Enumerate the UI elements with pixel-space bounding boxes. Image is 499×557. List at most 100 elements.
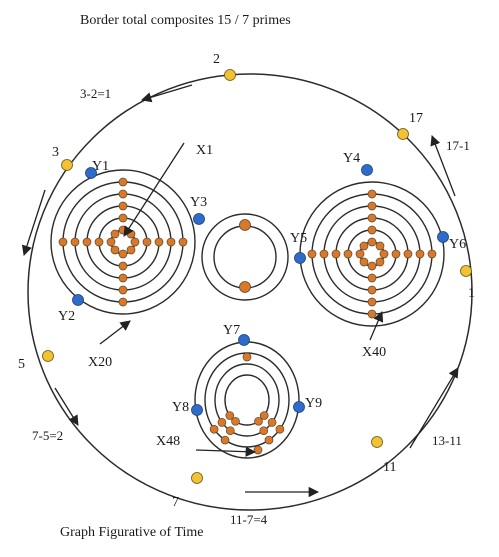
prime-11-node <box>371 436 383 448</box>
composite-dot <box>94 237 104 247</box>
prime-7-node <box>191 472 203 484</box>
composite-dot <box>126 229 136 239</box>
composite-dot <box>367 189 377 199</box>
composite-dot <box>225 426 235 436</box>
composite-dot <box>130 237 140 247</box>
composite-dot <box>166 237 176 247</box>
composite-dot <box>427 249 437 259</box>
prime-5-label: 5 <box>18 357 25 372</box>
outer-border-ellipse <box>27 73 473 511</box>
y2-label: Y2 <box>58 309 75 324</box>
composite-dot <box>367 213 377 223</box>
y9-label: Y9 <box>305 396 322 411</box>
composite-dot <box>259 411 269 420</box>
right-cross-dots <box>307 189 437 319</box>
composite-dot <box>367 309 377 319</box>
composite-dot <box>82 237 92 247</box>
x1-label: X1 <box>196 143 213 158</box>
x40-label: X40 <box>362 345 386 360</box>
composite-dot <box>367 225 377 235</box>
composite-dot <box>242 352 252 362</box>
composite-dot <box>118 273 128 283</box>
composite-dot <box>142 237 152 247</box>
composite-dot <box>403 249 413 259</box>
left-cross-dots <box>58 177 188 307</box>
composite-dot <box>118 189 128 199</box>
y2-node <box>72 294 84 306</box>
composite-dot <box>375 257 385 267</box>
x20-label: X20 <box>88 355 112 370</box>
diff-7-5-label: 7-5=2 <box>32 428 63 443</box>
y5-node <box>294 252 306 264</box>
composite-dot <box>118 249 128 259</box>
composite-dot <box>254 416 263 426</box>
prime-13-node <box>460 265 472 277</box>
y6-label: Y6 <box>449 237 466 252</box>
bottom-ring-dots <box>209 352 285 455</box>
y7-label: Y7 <box>223 323 240 338</box>
prime-17-node <box>397 128 409 140</box>
x-pointer-arrows <box>99 142 384 457</box>
composite-dot <box>331 249 341 259</box>
composite-dot <box>343 249 353 259</box>
composite-dot <box>118 177 128 187</box>
y9-node <box>293 401 305 413</box>
y3-node <box>193 213 205 225</box>
prime-17-label: 17 <box>409 111 423 126</box>
composite-dot <box>106 237 116 247</box>
border-flow-arrows <box>21 84 459 498</box>
diff-13-11-label: 13-11 <box>432 433 462 448</box>
composite-dot <box>359 257 369 267</box>
diff-3-2-label: 3-2=1 <box>80 86 111 101</box>
diagram-caption: Graph Figurative of Time <box>60 525 204 540</box>
composite-dot <box>154 237 164 247</box>
middle-bottom-dot <box>239 281 251 293</box>
composite-dot <box>110 229 120 239</box>
y4-node <box>361 164 373 176</box>
composite-dot <box>231 416 240 426</box>
composite-dot <box>118 285 128 295</box>
composite-dot <box>367 201 377 211</box>
composite-dot <box>379 249 389 259</box>
y1-node <box>85 167 97 179</box>
prime-5-node <box>42 350 54 362</box>
composite-dot <box>110 245 120 255</box>
prime-3-label: 3 <box>52 145 59 160</box>
composite-dot <box>375 241 385 251</box>
y1-label: Y1 <box>92 159 109 174</box>
composite-dot <box>367 237 377 247</box>
composite-dot <box>58 237 68 247</box>
y8-node <box>191 404 203 416</box>
composite-dot <box>118 201 128 211</box>
y5-label: Y5 <box>290 231 307 246</box>
diff-11-7-label: 11-7=4 <box>230 512 268 527</box>
composite-dot <box>253 445 263 455</box>
prime-13-label: 1 <box>468 286 475 301</box>
prime-3-node <box>61 159 73 171</box>
composite-dot <box>367 273 377 283</box>
y3-label: Y3 <box>190 195 207 210</box>
composite-dot <box>118 297 128 307</box>
composite-dot <box>275 424 285 434</box>
composite-dot <box>178 237 188 247</box>
y4-label: Y4 <box>343 151 360 166</box>
composite-dot <box>415 249 425 259</box>
composite-dot <box>359 241 369 251</box>
composite-dot <box>118 261 128 271</box>
prime-2-label: 2 <box>213 52 220 67</box>
y6-node <box>437 231 449 243</box>
middle-top-dot <box>239 219 251 231</box>
composite-dot <box>367 297 377 307</box>
prime-7-label: 7 <box>172 495 179 510</box>
composite-dot <box>217 418 227 427</box>
y8-label: Y8 <box>172 400 189 415</box>
composite-dot <box>225 411 235 420</box>
composite-dot <box>391 249 401 259</box>
composite-dot <box>267 418 277 427</box>
prime-11-label: 11 <box>383 460 396 475</box>
y7-node <box>238 334 250 346</box>
prime-2-node <box>224 69 236 81</box>
composite-dot <box>264 435 274 445</box>
diff-17-13-label: 17-1 <box>446 138 470 153</box>
